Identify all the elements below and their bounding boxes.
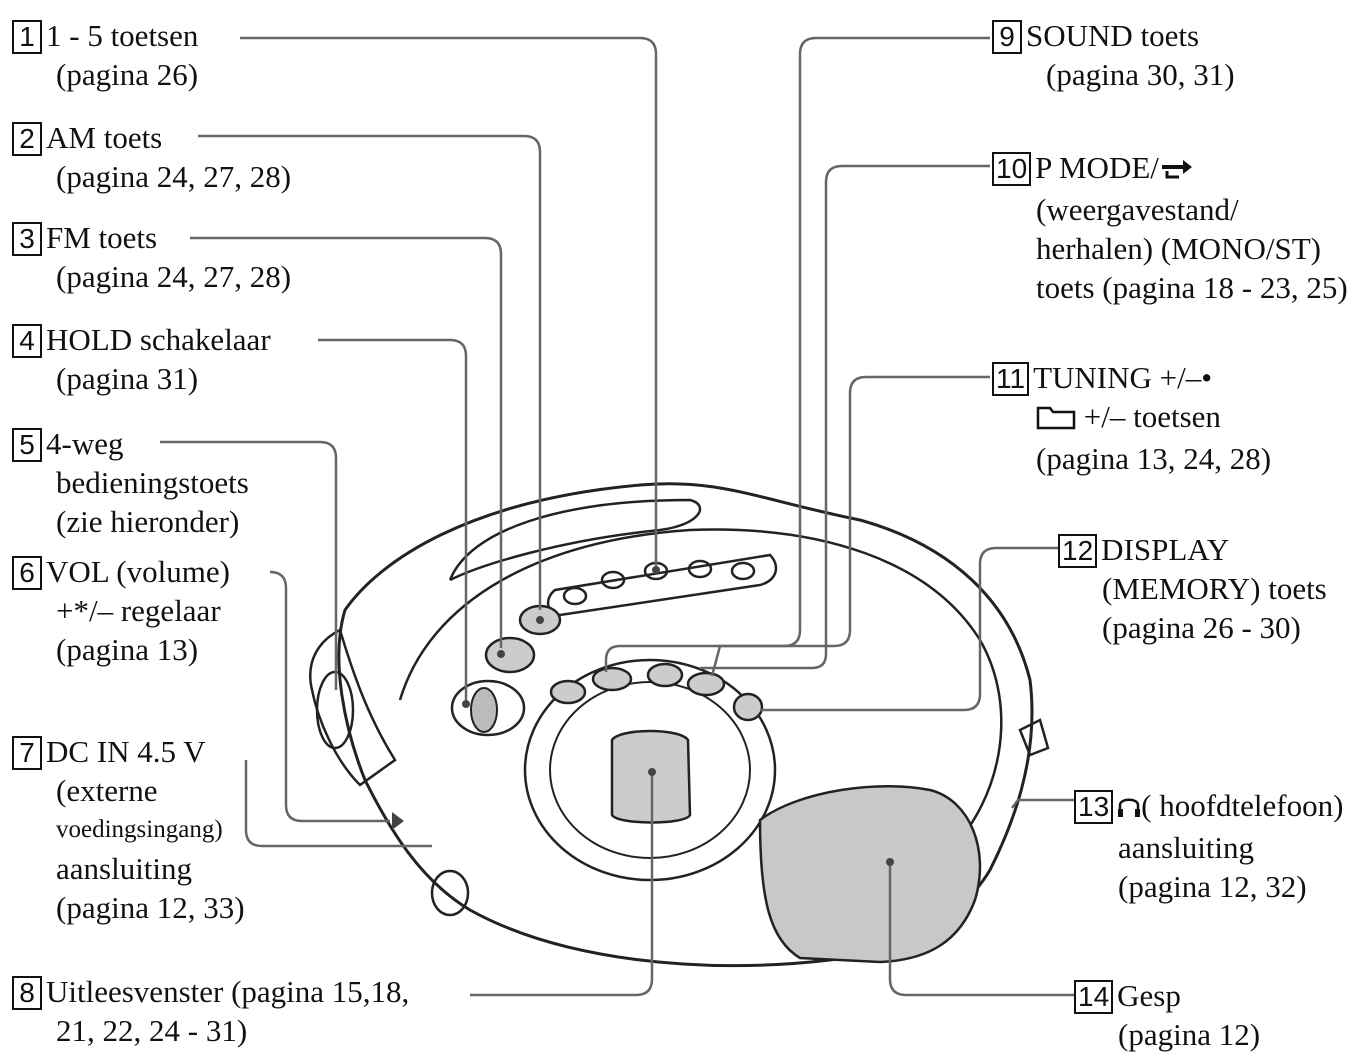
callout-title: 4-weg — [46, 426, 124, 461]
callout-page: (zie hieronder) — [56, 504, 240, 539]
callout-page: toets (pagina 18 - 23, 25) — [1036, 270, 1348, 306]
callout-page: (pagina 31) — [56, 361, 199, 396]
callout-title: Uitleesvenster (pagina 15,18, — [46, 974, 410, 1009]
callout-line: voedingsingang) — [56, 816, 223, 843]
callout-title: Gesp — [1117, 978, 1181, 1013]
callout-page: (pagina 24, 27, 28) — [56, 259, 292, 294]
callout-13: 13 ( hoofdtelefoon) aansluiting (pagina 1… — [1074, 786, 1343, 906]
callout-line-text: +/– toetsen — [1083, 399, 1221, 434]
callout-line: herhalen) (MONO/ST) — [1036, 231, 1321, 267]
callout-title: AM toets — [46, 120, 163, 155]
callout-page: 21, 22, 24 - 31) — [56, 1013, 248, 1048]
callout-number: 9 — [992, 20, 1022, 54]
callout-line: +/– toetsen — [992, 397, 1271, 439]
callout-title: P MODE/ — [1035, 150, 1159, 185]
callout-number: 3 — [12, 222, 42, 256]
callout-page: (pagina 12) — [1118, 1017, 1261, 1052]
folder-icon — [1036, 400, 1076, 439]
callout-number: 8 — [12, 976, 42, 1010]
callout-line: (externe — [56, 773, 158, 808]
callout-title: ( hoofdtelefoon) — [1141, 788, 1344, 823]
callout-title: DC IN 4.5 V — [46, 734, 206, 769]
callout-number: 5 — [12, 428, 42, 462]
callout-line: (weergavestand/ — [1036, 192, 1239, 228]
preset-strip — [546, 553, 778, 617]
callout-number: 13 — [1074, 790, 1114, 824]
hold-switch — [450, 679, 526, 737]
buckle — [758, 785, 982, 964]
callout-title: DISPLAY — [1101, 532, 1230, 567]
callout-page: (pagina 24, 27, 28) — [56, 159, 292, 194]
callout-title: HOLD schakelaar — [46, 322, 271, 357]
callout-line: +*/– regelaar — [56, 593, 221, 628]
callout-page: (pagina 12, 32) — [1118, 869, 1307, 905]
callout-title: TUNING +/–• — [1033, 360, 1213, 395]
callout-page: (pagina 13) — [56, 632, 199, 667]
callout-number: 4 — [12, 324, 42, 358]
callout-page: (pagina 26) — [56, 57, 199, 92]
callout-page: (pagina 26 - 30) — [1102, 610, 1301, 645]
repeat-arrow-icon — [1159, 151, 1193, 190]
callout-number: 14 — [1074, 980, 1114, 1014]
callout-number: 2 — [12, 122, 42, 156]
callout-title: FM toets — [46, 220, 158, 255]
callout-title: VOL (volume) — [46, 554, 230, 589]
callout-number: 1 — [12, 20, 42, 54]
callout-page: (pagina 30, 31) — [1046, 57, 1235, 92]
callout-line: aansluiting — [1118, 830, 1255, 866]
callout-number: 7 — [12, 736, 42, 770]
callout-page: (pagina 13, 24, 28) — [1036, 441, 1272, 477]
callout-number: 10 — [992, 152, 1032, 186]
callout-number: 11 — [992, 362, 1030, 396]
callout-line: (MEMORY) toets — [1102, 571, 1327, 606]
control-ring — [523, 658, 777, 882]
callout-page: (pagina 12, 33) — [56, 890, 245, 925]
callout-line: aansluiting — [56, 851, 193, 886]
callout-line: bedieningstoets — [56, 465, 249, 500]
headphones-icon — [1117, 789, 1141, 828]
callout-number: 6 — [12, 556, 42, 590]
callout-title: 1 - 5 toetsen — [46, 18, 199, 53]
callout-title: SOUND toets — [1026, 18, 1200, 53]
callout-number: 12 — [1058, 534, 1098, 568]
